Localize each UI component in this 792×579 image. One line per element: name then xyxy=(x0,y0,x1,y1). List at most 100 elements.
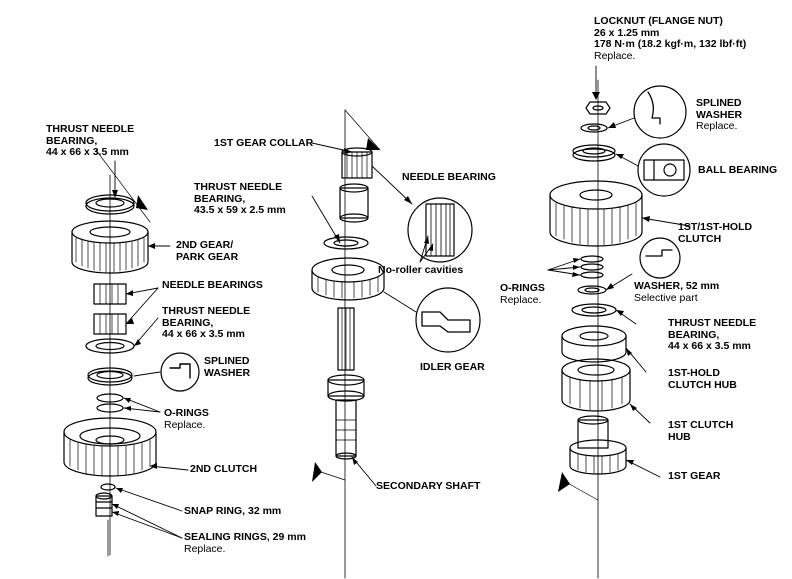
label-line: O-RINGS xyxy=(164,407,209,419)
label-line: 44 x 66 x 3.5 mm xyxy=(162,328,245,340)
left-leaders xyxy=(111,160,189,539)
label-secondary-shaft: SECONDARY SHAFT xyxy=(376,480,481,492)
first-gear-collar-part xyxy=(339,183,369,223)
label-line: 2ND GEAR/ xyxy=(176,239,234,251)
label-line: BEARING, xyxy=(162,316,214,329)
label-line: 44 x 66 x 3.5 mm xyxy=(668,340,751,352)
label-first-hold-hub: 1ST-HOLD CLUTCH HUB xyxy=(668,367,737,391)
label-line: 26 x 1.25 mm xyxy=(594,26,660,39)
label-line: PARK GEAR xyxy=(176,250,239,263)
label-line: CLUTCH xyxy=(678,232,722,245)
label-first-clutch-hub: 1ST CLUTCH HUB xyxy=(668,419,734,443)
label-thrust-needle-bearing-left: THRUST NEEDLE BEARING, 44 x 66 x 3.5 mm xyxy=(46,123,135,159)
sealing-rings-part xyxy=(95,492,113,517)
thrust-needle-bearing-right-part xyxy=(571,303,617,317)
label-line: 44 x 66 x 3.5 mm xyxy=(46,146,129,158)
splined-washer-left-part xyxy=(87,367,133,386)
splined-washer-detail xyxy=(160,352,200,392)
label-line: O-RINGS xyxy=(500,282,545,294)
idler-gear-part xyxy=(311,257,385,301)
label-line: THRUST NEEDLE xyxy=(194,181,283,193)
label-line: 43.5 x 59 x 2.5 mm xyxy=(194,204,286,216)
label-line: WASHER xyxy=(696,108,743,121)
label-line: 178 N·m (18.2 kgf·m, 132 lbf·ft) xyxy=(594,38,747,50)
right-leaders xyxy=(547,65,691,478)
label-orings-right: O-RINGS Replace. xyxy=(500,282,545,306)
left-arrowheads xyxy=(112,190,157,516)
middle-arrowheads xyxy=(334,148,433,465)
splined-washer-right-detail xyxy=(633,85,687,139)
left-assembly xyxy=(63,149,200,557)
label-idler-gear: IDLER GEAR xyxy=(420,361,485,373)
label-thrust-needle-bearing-left-2: THRUST NEEDLE BEARING, 44 x 66 x 3.5 mm xyxy=(162,305,251,341)
snap-ring-part xyxy=(100,483,116,491)
label-line: BEARING, xyxy=(668,328,720,341)
second-gear-part xyxy=(71,220,149,274)
label-splined-washer-right: SPLINED WASHER Replace. xyxy=(696,97,743,133)
needle-bearing-mid-part xyxy=(341,147,373,179)
label-first-hold-clutch: 1ST/1ST-HOLD CLUTCH xyxy=(678,221,753,245)
washer-detail xyxy=(639,237,681,279)
label-line: 1ST CLUTCH xyxy=(668,419,734,431)
label-needle-bearings: NEEDLE BEARINGS xyxy=(162,279,263,291)
splined-washer-right-part xyxy=(580,123,608,133)
label-line: BEARING, xyxy=(194,192,246,205)
label-line: Replace. xyxy=(500,293,542,306)
first-clutch-hub-part xyxy=(561,358,631,412)
label-line: 1ST-HOLD xyxy=(668,367,720,379)
right-assembly xyxy=(549,79,691,579)
label-line: 1ST/1ST-HOLD xyxy=(678,221,753,233)
first-gear-part xyxy=(569,415,627,475)
middle-leaders xyxy=(311,142,434,487)
ball-bearing-part xyxy=(572,144,616,162)
secondary-shaft-part xyxy=(327,307,365,460)
label-second-clutch: 2ND CLUTCH xyxy=(190,463,258,475)
thrust-needle-bearing-mid-part xyxy=(323,236,369,250)
label-ball-bearing: BALL BEARING xyxy=(698,164,778,176)
label-splined-washer-left: SPLINED WASHER xyxy=(204,355,251,379)
middle-assembly xyxy=(311,109,481,579)
label-second-gear: 2ND GEAR/ PARK GEAR xyxy=(176,239,239,263)
label-line: Selective part xyxy=(634,291,698,304)
label-line: HUB xyxy=(668,430,691,443)
locknut-part xyxy=(585,101,611,115)
orings-right-part xyxy=(580,255,604,279)
label-line: SPLINED xyxy=(204,355,250,367)
label-washer: WASHER, 52 mm Selective part xyxy=(634,280,720,304)
label-first-gear-collar: 1ST GEAR COLLAR xyxy=(214,137,314,149)
label-line: WASHER xyxy=(204,366,251,379)
label-no-roller-cavities: No-roller cavities xyxy=(378,264,464,276)
label-line: SPLINED xyxy=(696,97,742,109)
label-line: Replace. xyxy=(184,542,226,555)
label-locknut: LOCKNUT (FLANGE NUT) 26 x 1.25 mm 178 N·… xyxy=(594,15,747,62)
orings-left-part xyxy=(96,393,124,413)
label-first-gear: 1ST GEAR xyxy=(668,470,721,482)
label-line: SEALING RINGS, 29 mm xyxy=(184,531,306,543)
label-line: Replace. xyxy=(696,120,738,132)
idler-gear-detail xyxy=(415,287,481,353)
label-snap-ring: SNAP RING, 32 mm xyxy=(184,505,282,517)
needle-bearing-detail xyxy=(407,197,473,263)
label-thrust-needle-bearing-mid: THRUST NEEDLE BEARING, 43.5 x 59 x 2.5 m… xyxy=(194,181,286,217)
label-line: WASHER, 52 mm xyxy=(634,280,720,292)
label-line: CLUTCH HUB xyxy=(668,378,737,391)
label-orings-left: O-RINGS Replace. xyxy=(164,407,209,431)
label-line: Replace. xyxy=(164,418,206,431)
label-thrust-needle-bearing-right: THRUST NEEDLE BEARING, 44 x 66 x 3.5 mm xyxy=(668,317,757,353)
ball-bearing-detail xyxy=(637,143,691,197)
label-line: Replace. xyxy=(594,49,636,62)
label-line: THRUST NEEDLE xyxy=(162,305,251,317)
thrust-needle-bearing-left-top xyxy=(85,194,135,215)
washer-52-part xyxy=(577,285,607,295)
label-line: THRUST NEEDLE xyxy=(668,317,757,329)
right-arrowheads xyxy=(572,92,650,465)
label-needle-bearing: NEEDLE BEARING xyxy=(402,171,496,183)
label-line: THRUST NEEDLE xyxy=(46,123,135,135)
first-hold-clutch-part xyxy=(549,180,643,247)
first-hold-hub-part xyxy=(561,325,627,363)
label-line: BEARING, xyxy=(46,134,98,147)
label-line: LOCKNUT (FLANGE NUT) xyxy=(594,15,723,27)
label-sealing-rings: SEALING RINGS, 29 mm Replace. xyxy=(184,531,306,555)
